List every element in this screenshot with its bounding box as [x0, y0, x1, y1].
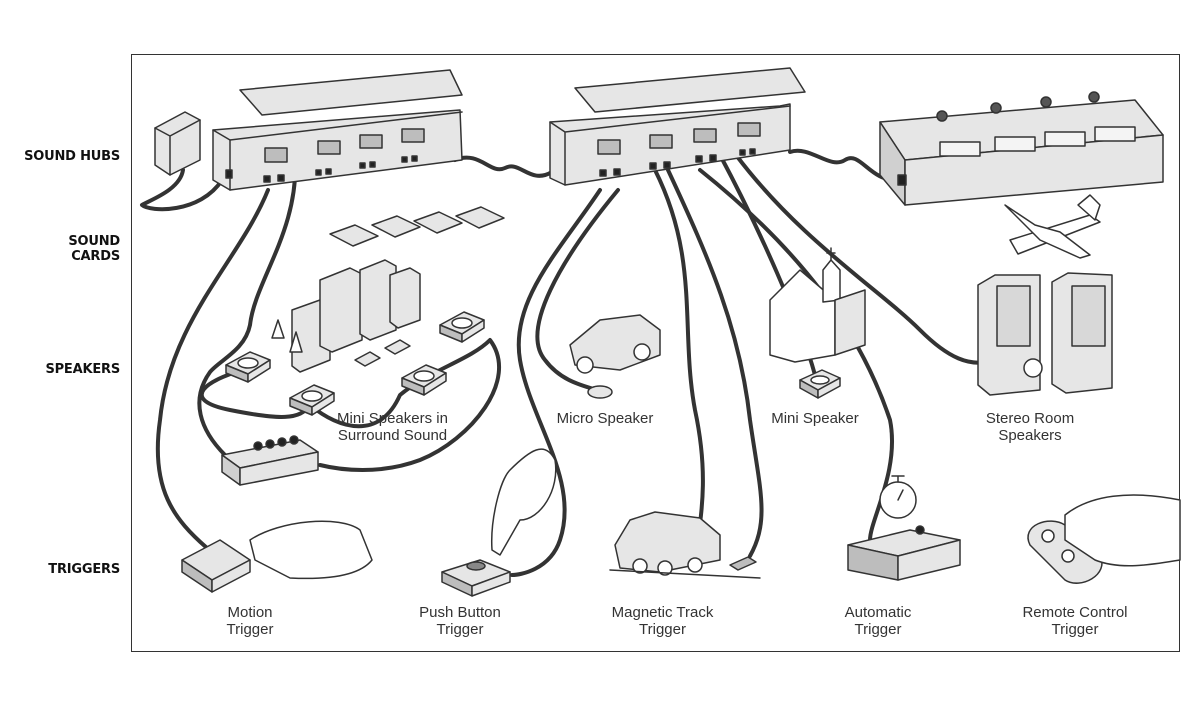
caption-line: Automatic [844, 604, 912, 621]
hand-push [490, 448, 557, 556]
stereo-speakers [977, 272, 1113, 396]
cable-motion [155, 188, 270, 550]
automatic-timer [847, 525, 961, 581]
church [769, 247, 866, 363]
caption-mini-surround: Mini Speakers in Surround Sound [330, 410, 455, 444]
sound-card [413, 211, 463, 234]
caption-line: Magnetic Track [611, 604, 714, 621]
sound-card [371, 215, 421, 238]
caption-line: Mini Speaker [771, 410, 859, 427]
caption-automatic: Automatic Trigger [828, 604, 928, 638]
airplane [1004, 194, 1101, 259]
caption-line: Speakers [998, 427, 1062, 444]
truck [569, 314, 661, 374]
cable-hub2-hub3 [788, 148, 900, 183]
caption-magnetic-track: Magnetic Track Trigger [600, 604, 725, 638]
caption-line: Trigger [639, 621, 686, 638]
cable-stereo [734, 153, 989, 365]
caption-push-button: Push Button Trigger [405, 604, 515, 638]
mini-speaker [225, 351, 271, 383]
diagram-frame [131, 54, 1180, 652]
caption-stereo-room: Stereo Room Speakers [975, 410, 1085, 444]
caption-line: Stereo Room [985, 410, 1075, 427]
caption-motion: Motion Trigger [200, 604, 300, 638]
cable-adapter [140, 168, 224, 212]
caption-line: Remote Control [1022, 604, 1128, 621]
cable-surround [197, 153, 298, 457]
cable-track-1 [653, 168, 705, 562]
caption-line: Trigger [226, 621, 274, 638]
caption-line: Motion [227, 604, 273, 621]
surround-receiver [221, 435, 319, 486]
motion-sensor [181, 539, 251, 593]
push-button [441, 559, 511, 597]
mini-speaker-church [799, 369, 841, 399]
sound-hub-1 [212, 69, 463, 191]
cable-micro [535, 188, 620, 392]
hand-motion [249, 520, 373, 580]
cable-surround-ring [199, 338, 502, 472]
caption-line: Trigger [436, 621, 484, 638]
cable-push [510, 188, 602, 577]
caption-line: Trigger [1051, 621, 1099, 638]
power-adapter [154, 111, 201, 176]
cable-hub1-hub2 [453, 155, 554, 178]
mini-speakers-surround [225, 311, 485, 416]
sound-card [329, 224, 379, 247]
caption-mini-speaker: Mini Speaker [760, 410, 870, 427]
row-label-speakers: SPEAKERS [45, 362, 120, 377]
cables [140, 148, 989, 577]
row-label-sound-hubs: SOUND HUBS [24, 149, 120, 164]
caption-line: Surround Sound [337, 427, 448, 444]
hand-remote [1064, 494, 1181, 567]
locomotive [609, 511, 761, 579]
city-buildings [271, 259, 421, 373]
mini-speaker [439, 311, 485, 343]
stopwatch-icon [879, 475, 917, 519]
mini-speaker [289, 384, 335, 416]
row-label-sound-cards: SOUND CARDS [68, 234, 120, 264]
cable-track-2 [666, 168, 764, 558]
sound-card [455, 206, 505, 229]
row-label-triggers: TRIGGERS [48, 562, 120, 577]
mini-speaker [401, 364, 447, 396]
caption-remote-control: Remote Control Trigger [1010, 604, 1140, 638]
micro-speaker [587, 385, 613, 399]
cable-automatic [698, 168, 894, 542]
caption-line: Mini Speakers in [337, 410, 448, 427]
caption-micro-speaker: Micro Speaker [545, 410, 665, 427]
sound-hub-3 [879, 91, 1164, 206]
sound-cards [329, 206, 505, 247]
caption-line: Push Button [419, 604, 501, 621]
caption-line: Micro Speaker [556, 410, 654, 427]
caption-line: Trigger [854, 621, 902, 638]
sound-hub-2 [549, 67, 806, 186]
